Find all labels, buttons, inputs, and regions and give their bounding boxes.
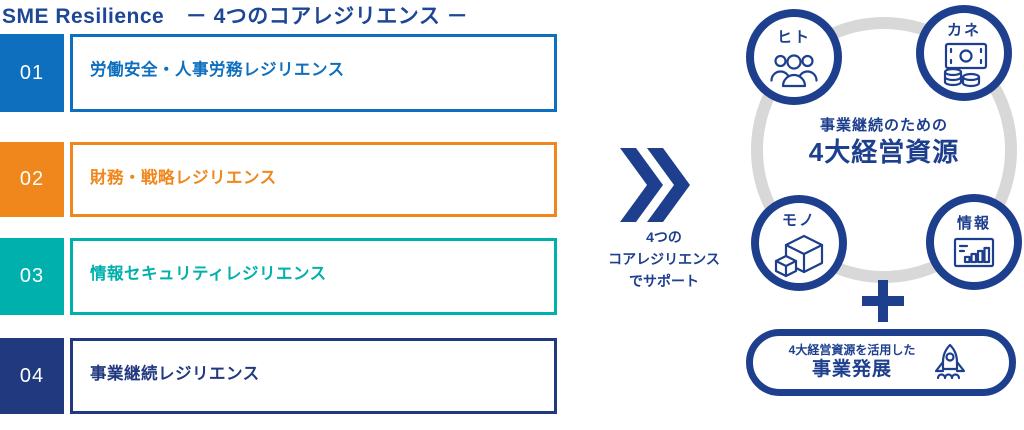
item-04-label: 事業継続レジリエンス — [90, 365, 260, 383]
arrow-caption: 4つの コアレジリエンス でサポート — [580, 226, 748, 292]
plus-icon — [862, 280, 904, 322]
item-04-number-badge: 04 — [0, 338, 64, 414]
item-03-panel: 情報セキュリティレジリエンス — [70, 238, 557, 315]
resources-heading-large: 4大経営資源 — [808, 137, 960, 167]
resource-label-joho: 情報 — [956, 214, 991, 232]
resources-heading-small: 事業継続のための — [819, 117, 948, 134]
resource-circle-people: ヒト — [746, 9, 842, 105]
arrow-caption-line3: でサポート — [629, 273, 699, 289]
core-item-01: 01 労働安全・人事労務レジリエンス — [0, 34, 557, 112]
item-01-number-badge: 01 — [0, 34, 64, 112]
item-01-panel: 労働安全・人事労務レジリエンス — [70, 34, 557, 112]
resources-heading: 事業継続のための 4大経営資源 — [780, 117, 988, 168]
people-icon — [770, 53, 818, 87]
boxes-icon — [774, 234, 824, 277]
growth-line-large: 事業発展 — [811, 359, 892, 381]
money-icon — [943, 42, 988, 87]
item-02-number-badge: 02 — [0, 142, 64, 217]
core-item-04: 04 事業継続レジリエンス — [0, 338, 557, 414]
item-02-label: 財務・戦略レジリエンス — [90, 169, 277, 187]
core-item-03: 03 情報セキュリティレジリエンス — [0, 238, 557, 315]
core-item-02: 02 財務・戦略レジリエンス — [0, 142, 557, 217]
item-03-label: 情報セキュリティレジリエンス — [90, 265, 327, 283]
resources-ring — [751, 17, 1017, 283]
resource-circle-goods: モノ — [751, 195, 847, 291]
rocket-icon — [935, 343, 966, 379]
item-04-panel: 事業継続レジリエンス — [70, 338, 557, 414]
page-title: SME Resilience － 4つのコアレジリエンス － — [2, 5, 469, 28]
item-03-number-badge: 03 — [0, 238, 64, 315]
item-02-panel: 財務・戦略レジリエンス — [70, 142, 557, 217]
resource-label-hito: ヒト — [776, 28, 811, 46]
resource-label-mono: モノ — [781, 211, 816, 229]
growth-line-small: 4大経営資源を活用した — [788, 343, 916, 358]
resource-label-kane: カネ — [946, 21, 981, 39]
resource-circle-information: 情報 — [926, 194, 1022, 290]
double-chevron-icon — [620, 148, 690, 222]
item-01-label: 労働安全・人事労務レジリエンス — [90, 61, 345, 79]
business-growth-pill: 4大経営資源を活用した 事業発展 — [746, 329, 1016, 396]
arrow-caption-line1: 4つの — [646, 229, 682, 245]
resource-circle-money: カネ — [916, 5, 1012, 101]
growth-text: 4大経営資源を活用した 事業発展 — [789, 343, 916, 382]
chart-board-icon — [953, 237, 995, 267]
arrow-caption-line2: コアレジリエンス — [608, 251, 720, 267]
